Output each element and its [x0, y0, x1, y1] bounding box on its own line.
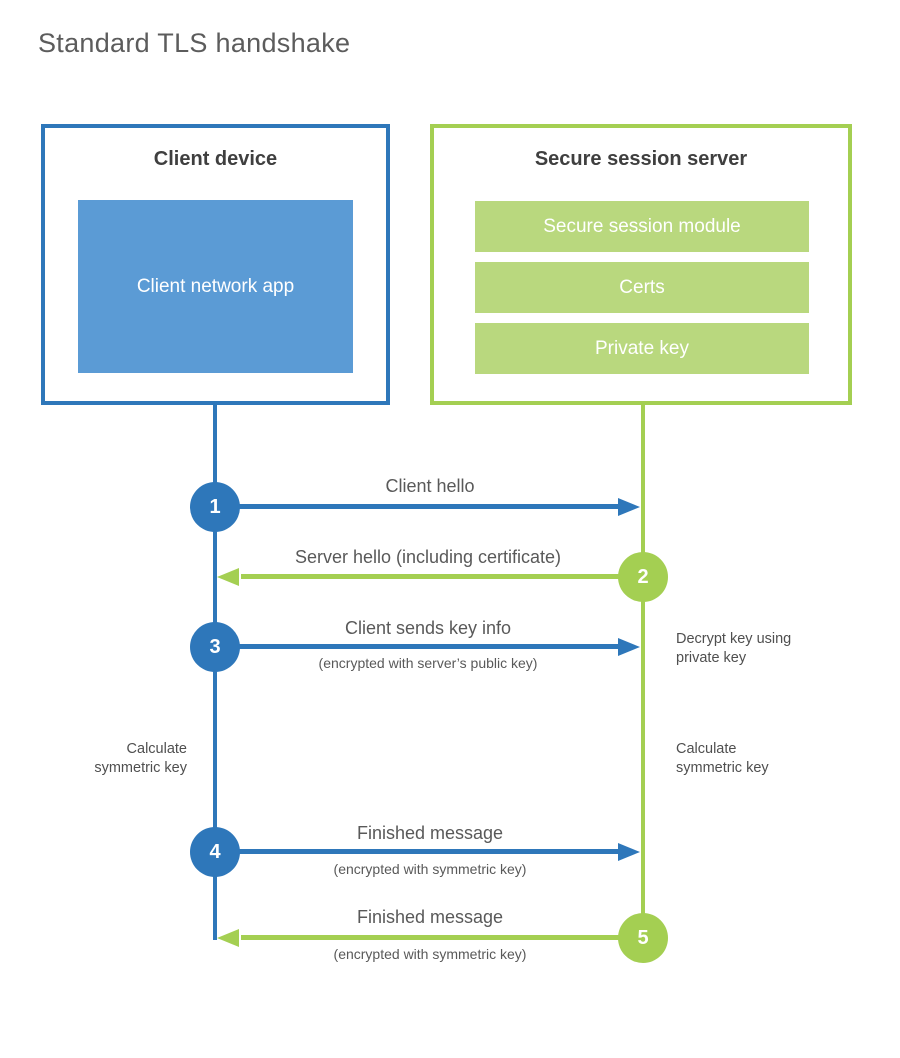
- step-2-circle: 2: [618, 552, 668, 602]
- secure-session-server-title: Secure session server: [534, 148, 748, 170]
- step-3-label: Client sends key info: [344, 618, 512, 638]
- step-5-label: Finished message: [356, 907, 504, 927]
- server-module-certs: Certs: [475, 262, 809, 313]
- server-module-private-key-label: Private key: [595, 337, 689, 359]
- step-1-arrow-shaft: [215, 504, 618, 509]
- client-device-title: Client device: [153, 148, 278, 170]
- step-3-number: 3: [209, 635, 221, 658]
- step-1-circle: 1: [190, 482, 240, 532]
- step-2-arrow-shaft: [241, 574, 645, 579]
- step-2-label: Server hello (including certificate): [294, 547, 562, 567]
- step-5-arrowhead-icon: [217, 929, 239, 947]
- step-3-arrow-shaft: [215, 644, 618, 649]
- step-1-arrowhead-icon: [618, 498, 640, 516]
- step-4-label: Finished message: [356, 823, 504, 843]
- step-4-number: 4: [209, 840, 221, 863]
- client-network-app-box: Client network app: [78, 200, 353, 373]
- step-2-arrowhead-icon: [217, 568, 239, 586]
- note-decrypt-key: Decrypt key using private key: [676, 631, 792, 666]
- server-module-secure-session: Secure session module: [475, 201, 809, 252]
- step-1-label: Client hello: [385, 476, 475, 496]
- client-lifeline: [213, 405, 217, 940]
- step-3-circle: 3: [190, 622, 240, 672]
- step-5-sublabel: (encrypted with symmetric key): [333, 946, 527, 962]
- step-5-number: 5: [637, 926, 649, 949]
- secure-session-server-box: Secure session server Secure session mod…: [430, 124, 852, 405]
- step-2-number: 2: [637, 565, 649, 588]
- step-5-circle: 5: [618, 913, 668, 963]
- server-module-secure-session-label: Secure session module: [543, 215, 741, 237]
- page-title: Standard TLS handshake: [38, 28, 351, 58]
- step-1-number: 1: [209, 495, 221, 518]
- note-client-calculate: Calculate symmetric key: [94, 741, 187, 776]
- note-server-calculate: Calculate symmetric key: [676, 741, 769, 776]
- step-4-arrow-shaft: [215, 849, 618, 854]
- step-4-circle: 4: [190, 827, 240, 877]
- step-3-arrowhead-icon: [618, 638, 640, 656]
- server-module-certs-label: Certs: [619, 276, 665, 298]
- client-network-app-label: Client network app: [136, 276, 295, 297]
- step-4-sublabel: (encrypted with symmetric key): [333, 861, 527, 877]
- server-module-private-key: Private key: [475, 323, 809, 374]
- step-5-arrow-shaft: [241, 935, 645, 940]
- step-3-sublabel: (encrypted with server’s public key): [318, 655, 538, 671]
- step-4-arrowhead-icon: [618, 843, 640, 861]
- client-device-box: Client device Client network app: [41, 124, 390, 405]
- server-lifeline: [641, 405, 645, 940]
